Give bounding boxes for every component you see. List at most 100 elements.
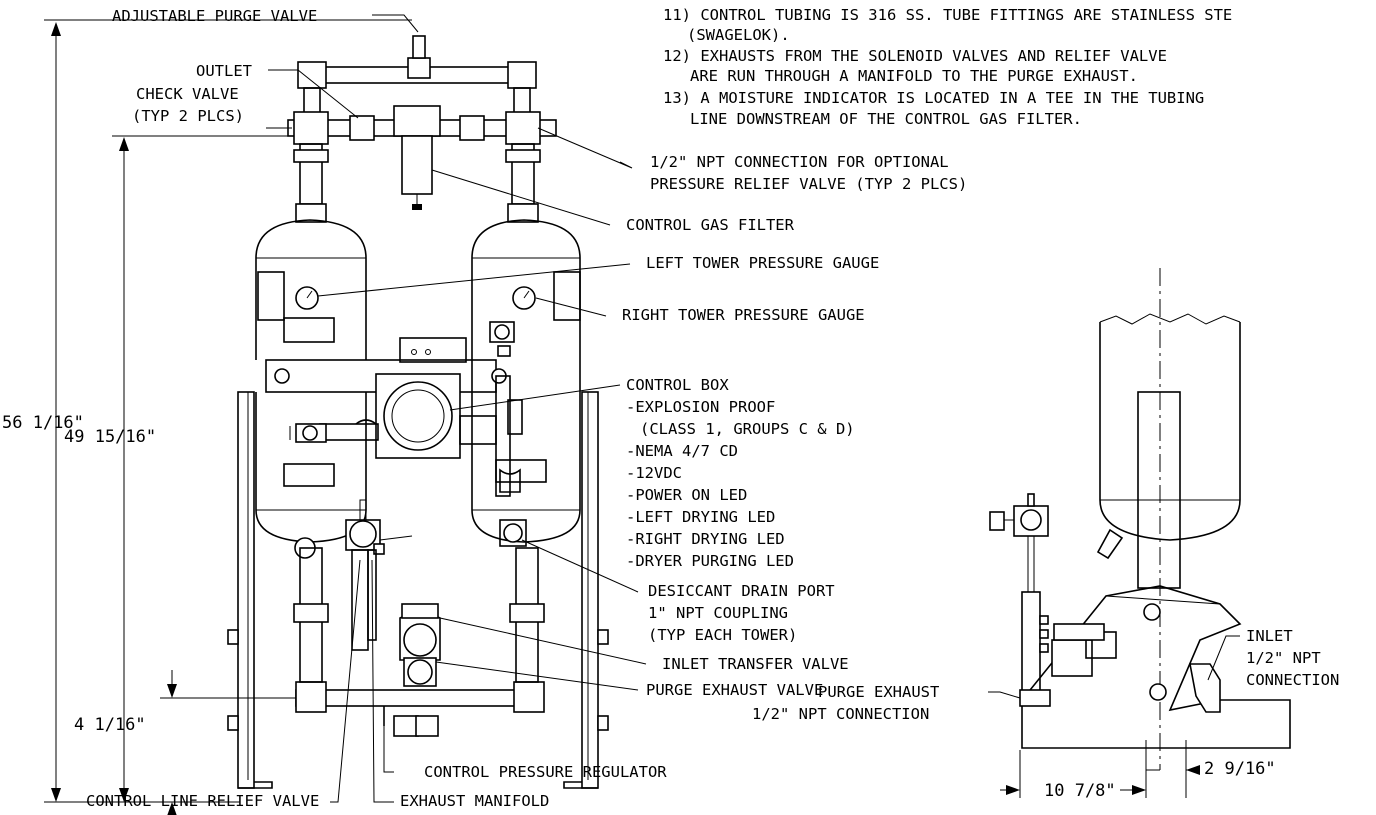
outlet-tee-right xyxy=(505,111,541,145)
leader-control-box xyxy=(449,384,621,411)
dimensions-front xyxy=(44,19,412,815)
left-tower-nameplate xyxy=(283,317,335,343)
side-fitting-3 xyxy=(1039,643,1049,653)
tower-coupling-right xyxy=(507,203,539,223)
lower-union-left xyxy=(293,603,329,623)
side-base-bolt-bottom xyxy=(1149,683,1167,701)
label-desiccant-drain: DESICCANT DRAIN PORT xyxy=(648,582,835,600)
label-inlet: INLET xyxy=(1246,627,1293,645)
notes-block: 11) CONTROL TUBING IS 316 SS. TUBE FITTI… xyxy=(663,6,1232,128)
regulator-stem xyxy=(359,499,367,521)
dim-base-arrow-top xyxy=(167,684,177,698)
side-tubing xyxy=(1021,591,1041,703)
control-line-bend xyxy=(355,419,377,425)
dim-inlet-arrow xyxy=(1186,765,1200,775)
right-foot xyxy=(563,781,598,789)
left-tower-plate-lower xyxy=(283,463,335,487)
right-drain-port xyxy=(503,523,523,543)
dim-label-side-depth: 10 7/8" xyxy=(1044,781,1116,801)
right-solenoid-upper-knob xyxy=(494,324,510,340)
leader-npt xyxy=(537,127,633,169)
leader-filter xyxy=(431,169,611,226)
inlet-valve-handle xyxy=(401,603,439,619)
side-purge-outlet xyxy=(1019,689,1051,707)
side-drain xyxy=(1096,528,1124,560)
solenoid-dot-1 xyxy=(411,349,417,355)
dim-label-overall-height: 56 1/16" xyxy=(2,413,84,433)
label-typ-2-plcs: (TYP 2 PLCS) xyxy=(132,107,244,125)
note-11-cont: (SWAGELOK). xyxy=(687,26,790,44)
left-tower-top xyxy=(255,219,367,360)
front-view xyxy=(44,14,647,815)
top-elbow-left xyxy=(297,61,327,89)
leader-relief xyxy=(330,559,361,803)
control-box-conduit xyxy=(459,415,497,445)
label-purge-exhaust-valve: PURGE EXHAUST VALVE xyxy=(646,681,823,699)
side-center-pipe xyxy=(1137,391,1181,589)
label-typ-each-tower: (TYP EACH TOWER) xyxy=(648,626,797,644)
purge-exhaust-ball xyxy=(407,659,433,685)
right-leg xyxy=(581,391,599,789)
label-purge-exhaust-npt: 1/2" NPT CONNECTION xyxy=(752,705,929,723)
left-tower-label-plate xyxy=(257,271,285,321)
right-gauge-needle xyxy=(523,290,530,299)
solenoid-dot-2 xyxy=(425,349,431,355)
note-12: 12) EXHAUSTS FROM THE SOLENOID VALVES AN… xyxy=(663,47,1167,65)
side-base-frame xyxy=(1021,585,1291,749)
left-leg xyxy=(237,391,255,789)
label-control-pressure-regulator: CONTROL PRESSURE REGULATOR xyxy=(424,763,667,781)
label-purge-exhaust: PURGE EXHAUST xyxy=(818,683,939,701)
label-exhaust-manifold: EXHAUST MANIFOLD xyxy=(400,792,549,810)
dim-tower-arrow-bottom xyxy=(119,788,129,802)
side-handwheel xyxy=(989,511,1005,531)
dim-label-tower-height: 49 15/16" xyxy=(64,427,156,447)
regulator-outlet xyxy=(379,535,413,541)
dim-base-arrow-bottom xyxy=(167,802,177,815)
right-tower-plate-lower xyxy=(495,459,547,483)
side-regulator-top xyxy=(1027,493,1035,507)
right-solenoid-upper-neck xyxy=(497,345,511,357)
label-inlet-transfer-valve: INLET TRANSFER VALVE xyxy=(662,655,849,673)
inlet-manifold xyxy=(295,689,543,707)
spec-right-drying-led: -RIGHT DRYING LED xyxy=(626,530,785,548)
right-drain-fitting xyxy=(499,519,527,547)
inlet-valve-ball xyxy=(403,623,437,657)
inlet-elbow-right xyxy=(513,681,545,713)
spec-explosion-proof: -EXPLOSION PROOF xyxy=(626,398,775,416)
side-inlet-fitting xyxy=(1189,663,1221,713)
right-anchor-top xyxy=(597,629,609,645)
note-12-cont: ARE RUN THROUGH A MANIFOLD TO THE PURGE … xyxy=(690,67,1138,85)
label-control-box: CONTROL BOX xyxy=(626,376,729,394)
label-inlet-npt: 1/2" NPT xyxy=(1246,649,1321,667)
filter-drain-cap xyxy=(412,204,422,210)
label-control-gas-filter: CONTROL GAS FILTER xyxy=(626,216,795,234)
control-line-left xyxy=(319,423,379,441)
label-left-tower-gauge: LEFT TOWER PRESSURE GAUGE xyxy=(646,254,879,272)
dim-overall-arrow-top xyxy=(51,22,61,36)
label-npt-coupling: 1" NPT COUPLING xyxy=(648,604,788,622)
dim-label-base-height: 4 1/16" xyxy=(74,715,146,735)
leader-inlet xyxy=(1207,635,1240,681)
leader-purge-exhaust-valve xyxy=(435,661,639,691)
relief-tube xyxy=(367,549,377,641)
label-inlet-connection: CONNECTION xyxy=(1246,671,1339,689)
tower-coupling-left xyxy=(295,203,327,223)
label-outlet: OUTLET xyxy=(196,62,252,80)
leader-exhaust-manifold xyxy=(371,559,394,803)
regulator-fitting xyxy=(373,543,385,555)
spec-power-on-led: -POWER ON LED xyxy=(626,486,747,504)
left-anchor-bottom xyxy=(227,715,239,731)
side-valve-cap xyxy=(1053,623,1105,641)
right-anchor-bottom xyxy=(597,715,609,731)
side-fitting-1 xyxy=(1039,615,1049,625)
note-13-cont: LINE DOWNSTREAM OF THE CONTROL GAS FILTE… xyxy=(690,110,1082,128)
left-foot xyxy=(238,781,273,789)
leader-regulator xyxy=(383,726,394,773)
label-check-valve: CHECK VALVE xyxy=(136,85,239,103)
side-tower-break xyxy=(1099,313,1241,325)
note-11: 11) CONTROL TUBING IS 316 SS. TUBE FITTI… xyxy=(663,6,1232,24)
purge-exhaust-outlet-2 xyxy=(415,715,439,737)
control-box-spec: CONTROL BOX -EXPLOSION PROOF (CLASS 1, G… xyxy=(626,376,855,570)
union-left xyxy=(293,149,329,163)
